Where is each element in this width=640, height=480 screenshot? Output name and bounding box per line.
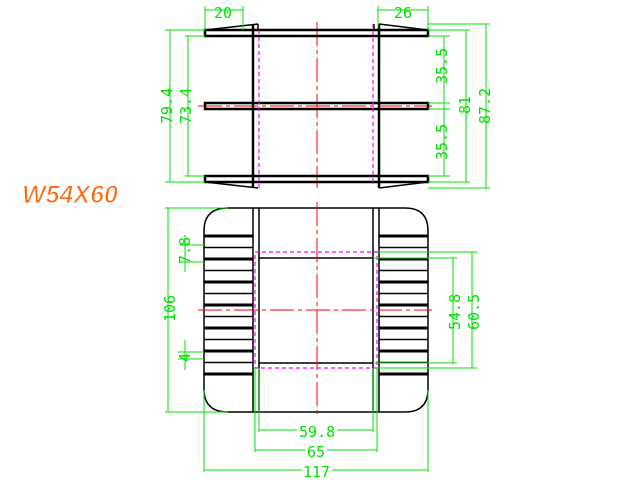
dim-fin-thickness: 4 [176,353,194,362]
outline [203,207,429,413]
dim-outer-left: 79.4 [158,88,176,124]
dim-top-right-width: 26 [394,4,412,22]
dim-height-106: 106 [161,295,179,322]
dim-width-mid: 65 [307,443,325,461]
dim-upper-half: 35.5 [433,48,451,84]
dim-width-inner: 59.8 [299,423,335,441]
bottom-plate [203,174,430,184]
model-title: W54X60 [22,181,118,209]
middle-plate [203,101,430,111]
dim-fin-gap: 7.8 [176,237,194,264]
dim-height-87-2: 87.2 [476,88,494,124]
top-view: 20 26 35.5 35.5 81 87.2 79.4 73.4 [158,4,494,189]
dim-width-total: 117 [303,463,330,480]
dim-lower-half: 35.5 [433,124,451,160]
dim-window-outer: 60.5 [465,294,483,330]
dim-window-inner: 54.8 [446,294,464,330]
top-plate [203,28,430,38]
bottom-view: 106 7.8 4 54.8 60.5 59.8 65 117 [161,202,483,480]
dim-height-81: 81 [456,96,474,114]
dim-top-left-width: 20 [214,4,232,22]
dim-inner-left: 73.4 [177,88,195,124]
